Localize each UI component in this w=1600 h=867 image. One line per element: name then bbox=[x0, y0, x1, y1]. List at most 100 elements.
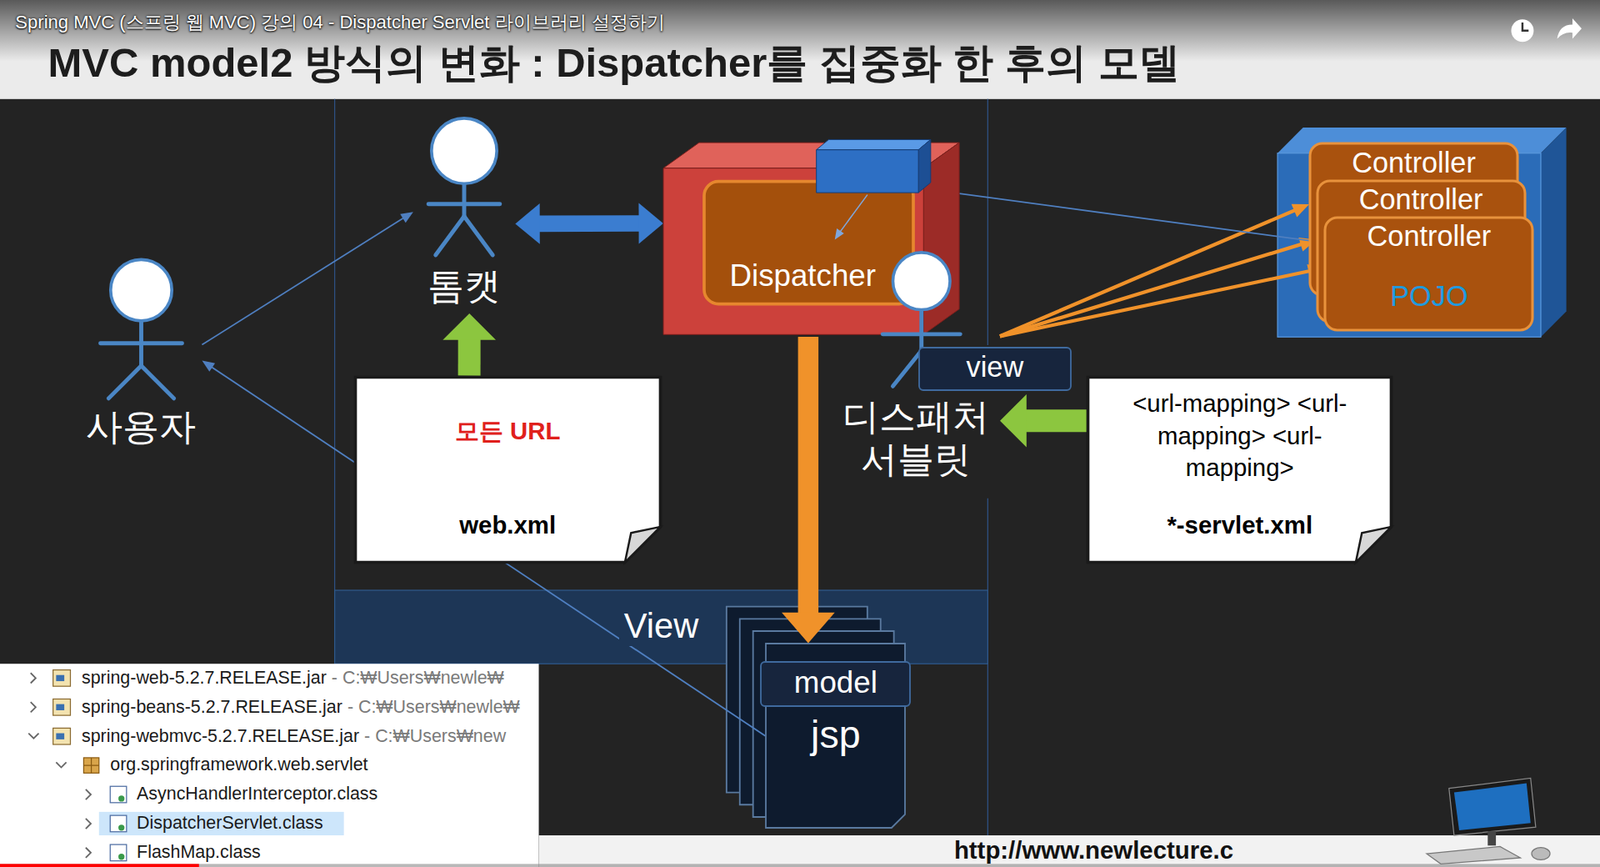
class-name-holder: DispatcherServlet.class bbox=[136, 812, 324, 834]
controller-container bbox=[1277, 127, 1567, 337]
player-icon bbox=[1522, 22, 1529, 31]
jar-path-holder: - C:₩Users₩newle₩ bbox=[347, 696, 520, 718]
project-panel bbox=[0, 663, 540, 867]
figure-limb bbox=[919, 309, 924, 350]
tree-chevron bbox=[85, 818, 91, 829]
jar-icon bbox=[53, 670, 71, 687]
figure-head bbox=[431, 118, 497, 184]
config-document: <url-mapping> <url-mapping> <url-mapping… bbox=[1086, 375, 1393, 564]
progress-bar bbox=[0, 863, 200, 867]
computer-icon bbox=[1487, 830, 1496, 845]
progress-bar bbox=[0, 863, 1600, 867]
config-arrow bbox=[442, 313, 496, 376]
request-line bbox=[201, 211, 413, 345]
actor-figure-text: 톰캣 bbox=[413, 265, 515, 308]
figure-limb bbox=[461, 183, 466, 216]
tree-chevron bbox=[28, 672, 91, 858]
mapping-arrow-shaft bbox=[1000, 209, 1297, 336]
controller-box-text: POJO bbox=[1324, 280, 1534, 313]
model-tag: model bbox=[760, 660, 911, 707]
class-icon bbox=[110, 785, 127, 860]
request-line-shaft bbox=[201, 217, 405, 345]
jar-icon bbox=[55, 704, 65, 710]
jar-path: - C:₩Users₩newle₩ bbox=[347, 696, 520, 718]
controller-box: ControllerPOJO bbox=[1324, 216, 1534, 331]
figure-limb bbox=[100, 340, 182, 345]
figure-limb bbox=[435, 216, 465, 256]
pointer-head bbox=[835, 228, 845, 240]
config-document-text: web.xml bbox=[354, 510, 662, 540]
blue-block bbox=[816, 150, 919, 193]
site-url: http://www.newlecture.c bbox=[954, 835, 1234, 865]
class-icon bbox=[110, 844, 127, 861]
config-document-text: *-servlet.xml bbox=[1086, 510, 1393, 540]
model-tag-text: model bbox=[760, 665, 911, 700]
controller-box-text: Controller bbox=[1309, 146, 1519, 180]
actor-figure-text: 디스패처 서블릿 bbox=[835, 395, 996, 480]
player-icon bbox=[1557, 18, 1582, 39]
blue-block bbox=[816, 140, 931, 150]
figure-limb bbox=[882, 331, 960, 336]
project-panel bbox=[0, 663, 540, 867]
jar-name: spring-web-5.2.7.RELEASE.jar bbox=[81, 667, 327, 689]
jar-name-holder: spring-webmvc-5.2.7.RELEASE.jar bbox=[81, 725, 360, 747]
tree-chevron bbox=[30, 672, 36, 683]
controller-box-text: Controller bbox=[1324, 220, 1534, 253]
document-fold bbox=[625, 526, 661, 563]
actor-figure: 톰캣 bbox=[413, 114, 515, 314]
bottom-strip bbox=[539, 835, 1600, 867]
pointer-line bbox=[839, 195, 868, 235]
controller-container bbox=[1540, 127, 1567, 337]
package-name-holder: org.springframework.web.servlet bbox=[110, 754, 368, 775]
mapping-arrow bbox=[1000, 237, 1317, 336]
progress-bar bbox=[0, 863, 1600, 867]
class-name-holder: AsyncHandlerInterceptor.class bbox=[136, 783, 378, 805]
class-name: DispatcherServlet.class bbox=[136, 812, 324, 834]
mapping-arrow bbox=[1000, 264, 1325, 336]
jar-path-holder: - C:₩Users₩new bbox=[364, 725, 506, 747]
config-arrow-shaft bbox=[458, 335, 481, 376]
tree-chevron bbox=[28, 733, 39, 739]
call-line-shaft bbox=[959, 193, 1315, 241]
view-arrow bbox=[781, 336, 835, 643]
slide-title-holder: MVC model2 방식의 변화 : Dispatcher를 집중화 한 후의… bbox=[48, 39, 1180, 86]
class-name-holder: FlashMap.class bbox=[136, 841, 261, 863]
forward-arrow-head bbox=[515, 203, 540, 245]
figure-head bbox=[110, 259, 171, 320]
config-arrow-head bbox=[1000, 394, 1027, 448]
blue-block bbox=[918, 140, 931, 194]
config-arrow-shaft bbox=[1022, 409, 1087, 432]
computer-icon bbox=[1449, 777, 1536, 835]
view-band-text: View bbox=[619, 605, 704, 646]
request-line-head bbox=[400, 211, 414, 223]
figure-limb bbox=[464, 216, 493, 256]
box-front bbox=[663, 168, 924, 335]
package-name: org.springframework.web.servlet bbox=[110, 754, 368, 775]
jar-icon bbox=[53, 727, 71, 745]
bottom-strip bbox=[539, 835, 1600, 867]
class-icon bbox=[118, 853, 125, 860]
config-arrow bbox=[1000, 394, 1087, 448]
figure-limb bbox=[108, 365, 141, 398]
computer-icon bbox=[1454, 783, 1531, 830]
mapping-arrow-head bbox=[1291, 204, 1310, 218]
player-icon bbox=[1510, 19, 1534, 42]
class-name: AsyncHandlerInterceptor.class bbox=[136, 783, 378, 805]
call-line bbox=[959, 193, 1325, 246]
computer-icon bbox=[1426, 846, 1521, 865]
project-panel bbox=[99, 811, 345, 835]
jsp-page: jspmodel bbox=[765, 642, 906, 829]
actor-figure-text: 사용자 bbox=[80, 405, 203, 449]
figure-limb bbox=[140, 365, 174, 398]
jar-path: - C:₩Users₩new bbox=[364, 725, 506, 747]
computer-icon bbox=[1531, 847, 1550, 860]
package-icon bbox=[83, 757, 99, 773]
divider-line bbox=[987, 498, 989, 835]
tag-fill bbox=[919, 347, 1071, 390]
jar-icon bbox=[55, 733, 65, 740]
config-arrow-head bbox=[442, 313, 496, 340]
figure-limb bbox=[892, 350, 921, 386]
figure-limb bbox=[428, 201, 500, 206]
title-band bbox=[0, 0, 1600, 100]
tree-chevron bbox=[85, 789, 91, 800]
